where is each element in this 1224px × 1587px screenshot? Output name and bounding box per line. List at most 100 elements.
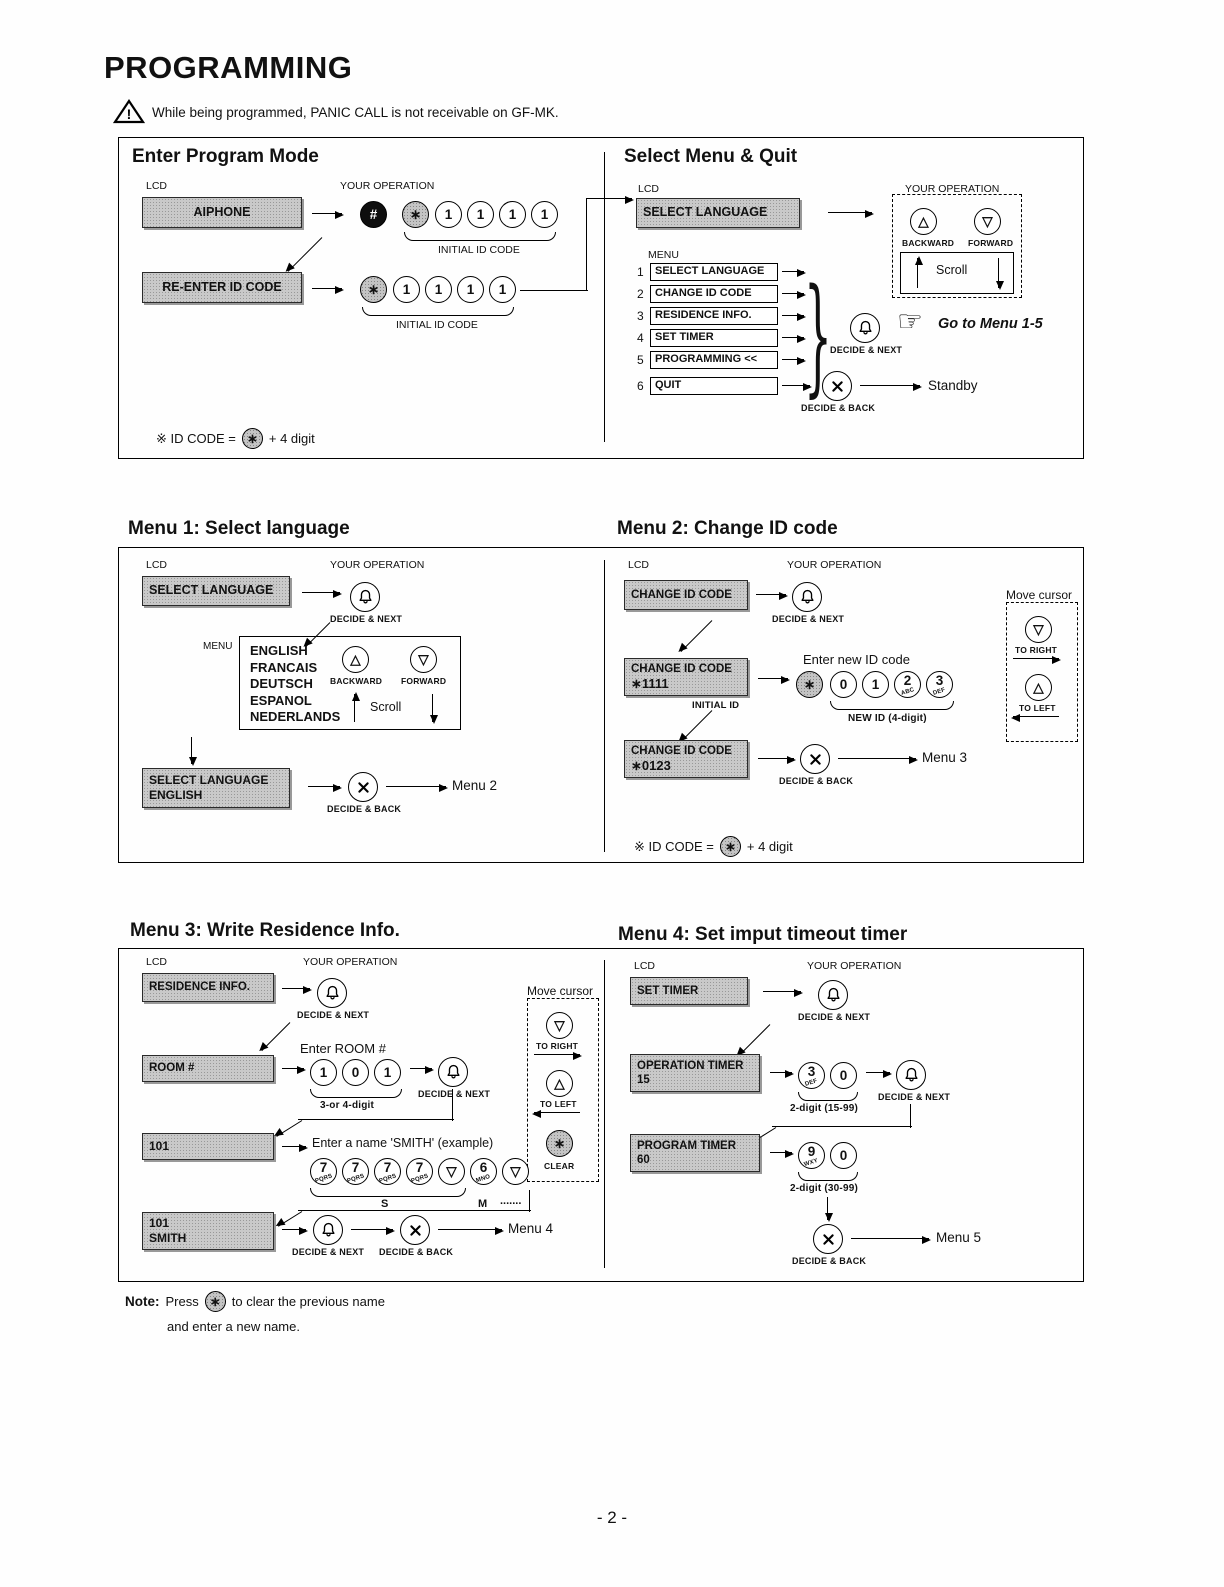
- s-label: S: [381, 1198, 389, 1210]
- menu-item-number: 2: [637, 287, 644, 301]
- language-item: ESPANOL: [250, 692, 312, 708]
- down-key-icon: ▽: [502, 1158, 529, 1185]
- language-menu-box: [239, 636, 461, 730]
- bell-key-icon: [313, 1215, 343, 1245]
- digit-key: 0: [830, 1142, 857, 1169]
- move-cursor-label: Move cursor: [1006, 588, 1073, 602]
- scroll-up-arrow: [915, 256, 923, 288]
- clear-label: CLEAR: [544, 1161, 575, 1171]
- cancel-key-icon: [813, 1224, 843, 1254]
- panel-divider: [604, 560, 605, 852]
- your-operation-label: YOUR OPERATION: [787, 559, 882, 571]
- menu3-title: Menu 3: Write Residence Info.: [130, 920, 400, 941]
- menu-item-programming: PROGRAMMING <<: [650, 351, 778, 369]
- digit-key: 1: [457, 276, 484, 303]
- your-operation-label: YOUR OPERATION: [807, 960, 902, 972]
- cancel-key-icon: [400, 1215, 430, 1245]
- lcd-label: LCD: [146, 559, 168, 571]
- enter-new-id-label: Enter new ID code: [803, 652, 910, 667]
- scroll-box: [900, 252, 1014, 294]
- arrow: [282, 1144, 308, 1152]
- menu-item-set-timer: SET TIMER: [650, 329, 778, 347]
- menu-item-change-id-code: CHANGE ID CODE: [650, 285, 778, 303]
- note-prefix: Note:: [125, 1294, 160, 1309]
- hash-key-icon: #: [360, 201, 387, 228]
- asterisk-key-icon: ∗: [204, 1291, 226, 1312]
- next-menu-label: Menu 5: [936, 1230, 982, 1245]
- menu1-title: Menu 1: Select language: [128, 518, 350, 539]
- note-rest: to clear the previous name: [231, 1294, 385, 1309]
- bell-key-icon: [818, 980, 848, 1010]
- menu-item-number: 4: [637, 331, 644, 345]
- id-code-note-prefix: ※ ID CODE =: [156, 430, 236, 446]
- program-timer-range-label: 2-digit (30-99): [790, 1183, 859, 1194]
- menu3-4-panel: [118, 948, 1084, 1282]
- up-key-icon: △: [910, 208, 937, 235]
- arrow-left: [1011, 714, 1059, 722]
- operation-timer-range-label: 2-digit (15-99): [790, 1103, 859, 1114]
- menu-item-number: 3: [637, 309, 644, 323]
- bell-key-icon: [850, 313, 880, 343]
- lcd-label: LCD: [634, 960, 656, 972]
- down-key-icon: ▽: [546, 1012, 573, 1039]
- menu2-title: Menu 2: Change ID code: [617, 518, 838, 539]
- lcd-label: LCD: [638, 183, 660, 195]
- footnote: Note: Press ∗ to clear the previous name: [125, 1291, 385, 1312]
- backward-label: BACKWARD: [330, 676, 383, 686]
- move-cursor-label: Move cursor: [527, 984, 594, 998]
- lcd-display: CHANGE ID CODE∗0123: [624, 740, 748, 778]
- up-key-icon: △: [342, 646, 369, 673]
- arrow: [586, 196, 634, 204]
- language-item: DEUTSCH: [250, 676, 313, 691]
- underbrace: [362, 307, 514, 316]
- language-item: NEDERLANDS: [250, 709, 341, 724]
- arrow: [782, 383, 812, 391]
- bell-key-icon: [317, 978, 347, 1008]
- lcd-label: LCD: [628, 559, 650, 571]
- menu-item-number: 6: [637, 379, 644, 393]
- arrow: [782, 357, 806, 365]
- arrow-down: [825, 1197, 833, 1222]
- initial-id-label: INITIAL ID: [692, 700, 740, 711]
- down-key-icon: ▽: [438, 1158, 465, 1185]
- backward-label: BACKWARD: [902, 238, 955, 248]
- next-menu-label: Menu 2: [452, 778, 498, 793]
- arrow: [782, 291, 806, 299]
- underbrace: [830, 701, 954, 710]
- id-code-note-suffix: + 4 digit: [268, 431, 315, 446]
- page-title: PROGRAMMING: [104, 50, 353, 85]
- decide-back-label: DECIDE & BACK: [779, 776, 854, 786]
- scroll-up-arrow: [352, 692, 360, 722]
- warning-icon: !: [113, 99, 145, 124]
- digit-key: 0: [342, 1059, 369, 1086]
- goto-menu-label: Go to Menu 1-5: [938, 316, 1043, 332]
- scroll-label: Scroll: [370, 700, 402, 714]
- forward-label: FORWARD: [968, 238, 1014, 248]
- decide-back-label: DECIDE & BACK: [801, 403, 876, 413]
- language-list: ENGLISH FRANCAIS DEUTSCH ESPANOL NEDERLA…: [250, 643, 340, 726]
- digit-key: 1: [862, 671, 889, 698]
- connector-line: [586, 199, 587, 291]
- digit-key: 0: [830, 671, 857, 698]
- move-cursor-box: [1006, 602, 1078, 742]
- digit-key: 0: [830, 1062, 857, 1089]
- arrow: [312, 211, 344, 219]
- asterisk-key-icon: ∗: [796, 671, 823, 698]
- bell-key-icon: [438, 1057, 468, 1087]
- your-operation-label: YOUR OPERATION: [905, 183, 1000, 195]
- lcd-display: SET TIMER: [630, 977, 748, 1005]
- arrow: [851, 1236, 931, 1244]
- decide-next-label: DECIDE & NEXT: [292, 1247, 365, 1257]
- menu-item-number: 1: [637, 265, 644, 279]
- digit-key: 1: [531, 201, 558, 228]
- arrow: [770, 1150, 794, 1158]
- enter-room-label: Enter ROOM #: [300, 1041, 386, 1056]
- connector-line: [452, 1089, 453, 1121]
- cancel-key-icon: [800, 744, 830, 774]
